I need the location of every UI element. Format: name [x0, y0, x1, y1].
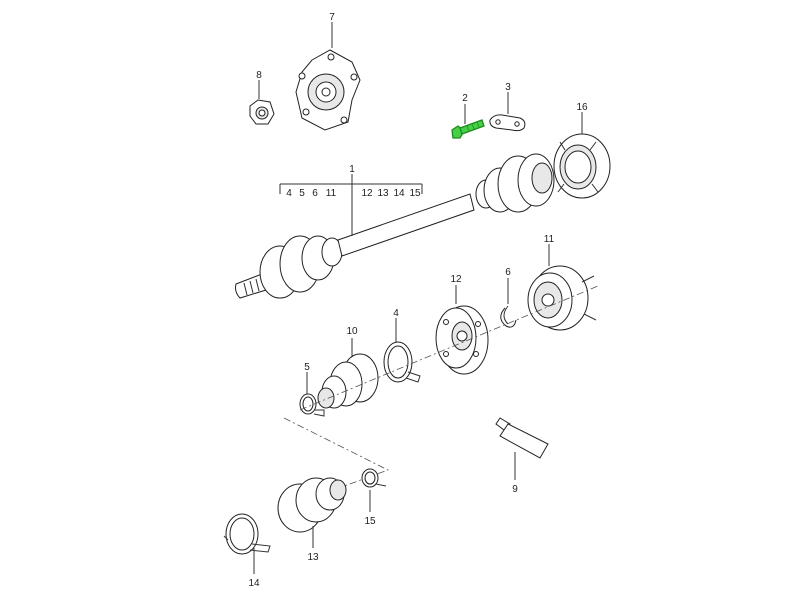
part-16-ring[interactable] — [553, 133, 611, 199]
callout-3[interactable]: 3 — [505, 82, 511, 93]
callout-1[interactable]: 1 — [349, 164, 355, 175]
callout-13[interactable]: 13 — [307, 552, 319, 563]
part-9-grease-tube[interactable] — [495, 417, 549, 459]
part-3-lock-plate[interactable] — [489, 114, 526, 132]
part-4-clamp[interactable] — [383, 341, 421, 383]
callout-10[interactable]: 10 — [346, 326, 358, 337]
sub-index-13: 13 — [377, 188, 389, 199]
callout-15[interactable]: 15 — [364, 516, 376, 527]
callout-11[interactable]: 11 — [544, 234, 555, 245]
part-1-drive-shaft[interactable] — [235, 153, 555, 299]
sub-index-12: 12 — [361, 188, 373, 199]
assembly-centerline — [299, 285, 599, 411]
callout-7[interactable]: 7 — [329, 12, 335, 23]
sub-index-11: 11 — [326, 188, 337, 199]
callout-6[interactable]: 6 — [505, 267, 511, 278]
sub-index-5: 5 — [299, 188, 305, 199]
part-8-nut[interactable] — [249, 99, 275, 125]
callout-2[interactable]: 2 — [462, 93, 468, 104]
part-6-circlip[interactable] — [500, 305, 517, 328]
sub-index-15: 15 — [409, 188, 421, 199]
sub-index-14: 14 — [393, 188, 405, 199]
part-15-clamp[interactable] — [361, 468, 387, 488]
callout-8[interactable]: 8 — [256, 70, 262, 81]
part-12-cv-joint[interactable] — [435, 305, 489, 375]
part-7-wheel-hub[interactable] — [295, 49, 361, 131]
part-2-bolt[interactable] — [451, 119, 485, 139]
part-11-joint-housing[interactable] — [527, 265, 597, 331]
callout-9[interactable]: 9 — [512, 484, 518, 495]
callout-14[interactable]: 14 — [248, 578, 260, 589]
callout-12[interactable]: 12 — [450, 274, 462, 285]
callout-4[interactable]: 4 — [393, 308, 399, 319]
part-10-boot[interactable] — [317, 353, 379, 409]
callout-5[interactable]: 5 — [304, 362, 310, 373]
sub-index-6: 6 — [312, 188, 318, 199]
part-14-clamp[interactable] — [223, 513, 271, 555]
callout-16[interactable]: 16 — [576, 102, 588, 113]
part-13-boot[interactable] — [277, 477, 347, 533]
sub-index-4: 4 — [286, 188, 292, 199]
